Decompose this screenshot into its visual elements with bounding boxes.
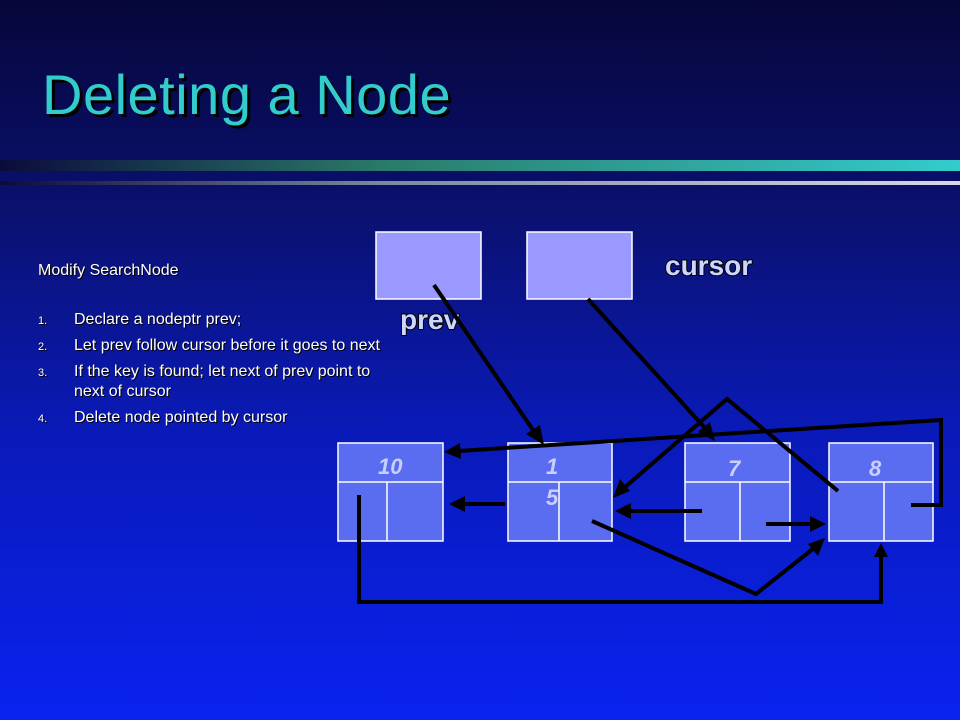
node-value: 7	[728, 456, 742, 481]
cursor-arrow	[586, 297, 707, 430]
list-node-15: 1 5	[507, 442, 613, 542]
list-node-10: 10	[337, 442, 444, 542]
prev-arrow	[432, 283, 535, 432]
prev-pointer-box	[375, 231, 482, 300]
steps-list: 1. Declare a nodeptr prev; 2. Let prev fol…	[38, 310, 398, 434]
arrowhead-icon	[615, 503, 631, 519]
title-underline-thin-bar	[0, 181, 960, 185]
step-text: If the key is found; let next of prev po…	[74, 363, 371, 400]
back-arrow-8-to-15	[622, 396, 840, 493]
step-item: 4. Delete node pointed by cursor	[38, 408, 398, 428]
arrowhead-icon	[874, 543, 888, 557]
list-node-7: 7	[684, 442, 791, 542]
node-box	[507, 442, 613, 542]
step-item: 1. Declare a nodeptr prev;	[38, 310, 398, 330]
arrowhead-icon	[444, 443, 461, 459]
slide-title: Deleting a Node	[42, 63, 452, 126]
bottom-loop-arrow-10-to-8	[357, 495, 883, 604]
cursor-label: cursor	[665, 250, 752, 281]
step-number: 1.	[38, 315, 48, 327]
step-text: Declare a nodeptr prev;	[74, 311, 242, 328]
step-number: 3.	[38, 367, 48, 379]
arrowhead-icon	[613, 479, 630, 498]
step-text: Let prev follow cursor before it goes to…	[74, 337, 380, 354]
step-item: 3. If the key is found; let next of prev …	[38, 362, 398, 402]
step-number: 4.	[38, 413, 48, 425]
node-value-line1: 1	[546, 454, 558, 479]
arrowhead-icon	[810, 516, 826, 532]
top-arrow-8-to-10	[457, 417, 943, 507]
node-value: 10	[378, 454, 403, 479]
node-box	[828, 442, 934, 542]
arrowhead-icon	[808, 538, 825, 556]
node-box	[337, 442, 444, 542]
step-item: 2. Let prev follow cursor before it goes …	[38, 336, 398, 356]
list-node-8: 8	[828, 442, 934, 542]
pointer-arrows	[357, 283, 943, 604]
intro-text: Modify SearchNode	[38, 262, 179, 279]
node-value-line2: 5	[546, 485, 559, 510]
title-underline-bar	[0, 160, 960, 171]
node-value: 8	[869, 456, 882, 481]
step-text: Delete node pointed by cursor	[74, 409, 288, 426]
arrowhead-icon	[526, 425, 544, 445]
step-number: 2.	[38, 341, 48, 353]
bypass-arrow-15-to-8	[591, 519, 816, 597]
cursor-pointer-box	[526, 231, 633, 300]
arrowhead-icon	[449, 496, 465, 512]
